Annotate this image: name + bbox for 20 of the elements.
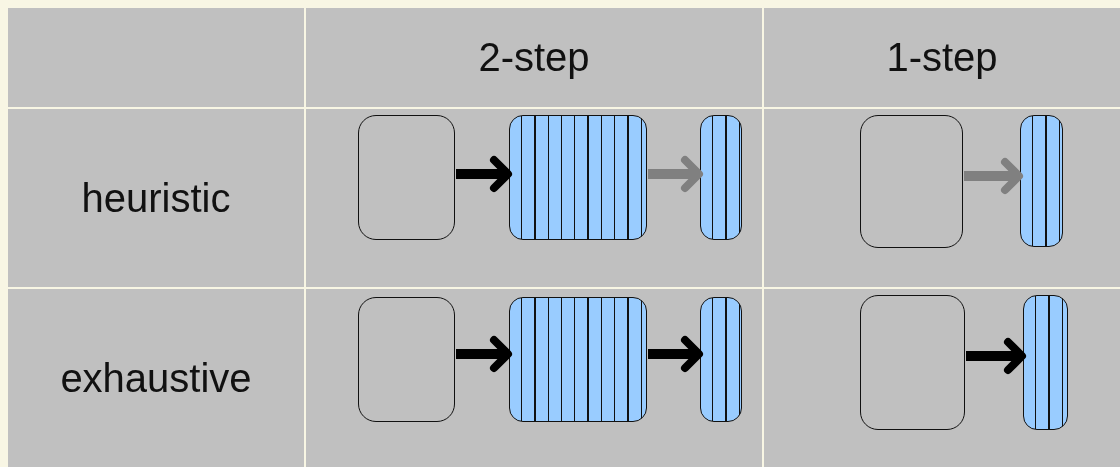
block-arrow: [966, 338, 1026, 374]
row-header: heuristic: [81, 175, 231, 221]
striped-rounded-box: [509, 297, 647, 422]
striped-rounded-box: [700, 297, 742, 422]
empty-rounded-box: [860, 295, 965, 430]
block-arrow: [964, 158, 1023, 194]
block-arrow: [456, 156, 512, 192]
empty-rounded-box: [358, 115, 455, 240]
column-header: 1-step: [886, 35, 998, 80]
block-arrow: [456, 336, 512, 372]
striped-rounded-box: [700, 115, 742, 240]
striped-rounded-box: [509, 115, 647, 240]
striped-rounded-box: [1023, 295, 1068, 430]
row-header: exhaustive: [60, 355, 252, 401]
striped-rounded-box: [1020, 115, 1063, 247]
empty-rounded-box: [860, 115, 963, 248]
block-arrow: [648, 336, 703, 372]
column-header: 2-step: [478, 35, 590, 80]
block-arrow: [648, 156, 703, 192]
empty-rounded-box: [358, 297, 455, 422]
